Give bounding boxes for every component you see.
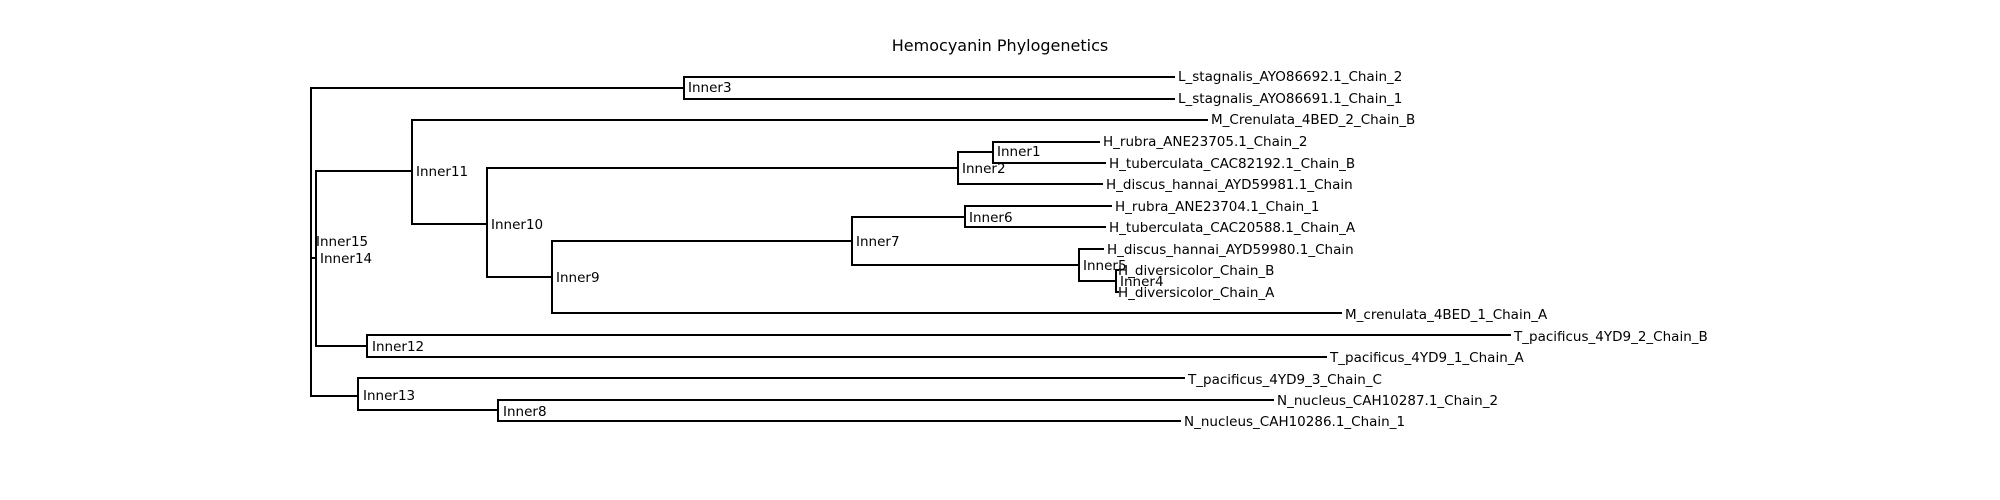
leaf-label: H_tuberculata_CAC20588.1_Chain_A — [1109, 220, 1356, 236]
leaf-label: M_crenulata_4BED_1_Chain_A — [1345, 307, 1548, 323]
chart-title: Hemocyanin Phylogenetics — [892, 36, 1108, 55]
leaf-label: H_discus_hannai_AYD59980.1_Chain — [1107, 242, 1354, 258]
leaf-label: H_rubra_ANE23705.1_Chain_2 — [1103, 134, 1308, 150]
leaf-label: H_discus_hannai_AYD59981.1_Chain — [1106, 177, 1353, 193]
inner-node-label: Inner6 — [969, 210, 1013, 226]
leaf-label: T_pacificus_4YD9_2_Chain_B — [1513, 329, 1708, 345]
inner-node-label: Inner11 — [416, 164, 468, 180]
inner-node-label: Inner12 — [372, 339, 424, 355]
leaf-label: T_pacificus_4YD9_3_Chain_C — [1187, 372, 1382, 388]
inner-node-label: Inner5 — [1083, 258, 1127, 274]
inner-labels: Inner3 Inner1 Inner2 Inner11 Inner10 Inn… — [316, 80, 1164, 420]
leaf-label: H_diversicolor_Chain_B — [1118, 263, 1274, 279]
inner-node-label: Inner10 — [491, 217, 543, 233]
inner-node-label: Inner1 — [997, 144, 1041, 160]
inner-node-label: Inner13 — [363, 388, 415, 404]
leaf-label: L_stagnalis_AYO86691.1_Chain_1 — [1178, 91, 1402, 107]
leaf-label: N_nucleus_CAH10286.1_Chain_1 — [1184, 414, 1405, 430]
leaf-label: N_nucleus_CAH10287.1_Chain_2 — [1277, 393, 1498, 409]
inner-node-label: Inner8 — [503, 404, 547, 420]
leaf-label: H_rubra_ANE23704.1_Chain_1 — [1115, 199, 1320, 215]
leaf-label: M_Crenulata_4BED_2_Chain_B — [1211, 112, 1415, 128]
inner-node-label: Inner7 — [856, 234, 900, 250]
inner-node-label: Inner15 — [316, 234, 368, 250]
inner-node-label: Inner2 — [962, 161, 1006, 177]
leaf-label: H_tuberculata_CAC82192.1_Chain_B — [1109, 156, 1355, 172]
leaf-label: H_diversicolor_Chain_A — [1118, 285, 1275, 301]
leaf-labels: L_stagnalis_AYO86692.1_Chain_2 L_stagnal… — [1103, 69, 1708, 430]
inner-node-label: Inner9 — [556, 270, 600, 286]
inner-node-label: Inner3 — [688, 80, 732, 96]
inner-node-label: Inner14 — [320, 251, 372, 267]
leaf-label: L_stagnalis_AYO86692.1_Chain_2 — [1178, 69, 1402, 85]
inner-node-label: Inner4 — [1120, 274, 1164, 290]
tree-branches — [310, 76, 1511, 422]
leaf-label: T_pacificus_4YD9_1_Chain_A — [1329, 350, 1524, 366]
